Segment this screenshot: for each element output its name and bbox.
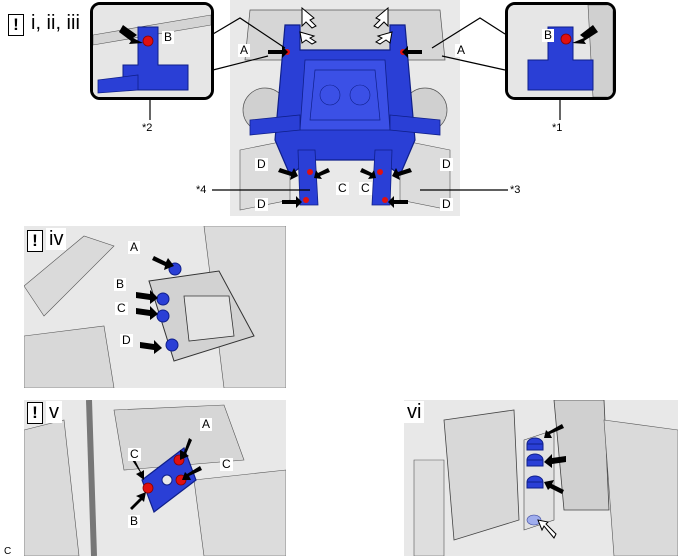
bracket-detail-left [93, 5, 211, 97]
callout-d-upper-left: D [255, 157, 268, 171]
caution-icon-top: ! [8, 14, 24, 36]
caution-icon-v: ! [27, 402, 43, 424]
step-vi-panel [404, 400, 678, 556]
callout-d-iv: D [120, 333, 133, 347]
callout-c-iv: C [115, 301, 128, 315]
callout-b-v: B [128, 514, 141, 528]
callout-b-inset-left: B [162, 30, 175, 44]
mount-illustration-iv [24, 226, 286, 388]
callout-c-left: C [336, 181, 349, 195]
step-iv-panel: A B C D [24, 226, 286, 388]
figure-code: C [4, 546, 12, 557]
caution-icon-iv: ! [27, 230, 43, 252]
callout-a-v: A [200, 417, 213, 431]
bracket-detail-right [508, 5, 613, 97]
ref-4: *4 [196, 184, 207, 196]
step-label-iv: iv [46, 228, 67, 250]
subframe-illustration [230, 0, 460, 216]
callout-a-left: A [238, 43, 251, 57]
step-label-v: v [46, 401, 62, 423]
callout-b-inset-right: B [542, 28, 555, 42]
step-label-top: i, ii, iii [28, 12, 83, 34]
callout-d-lower-right: D [440, 197, 453, 211]
step-v-panel: A C C B [24, 400, 286, 556]
callout-d-lower-left: D [255, 197, 268, 211]
callout-a-iv: A [128, 240, 141, 254]
mount-illustration-v [24, 400, 286, 556]
callout-a-right: A [455, 43, 468, 57]
callout-b-iv: B [114, 277, 127, 291]
main-overview-panel [230, 0, 460, 216]
mount-illustration-vi [404, 400, 678, 556]
detail-inset-left: B [90, 2, 214, 100]
callout-c-v-left: C [128, 447, 141, 461]
ref-2: *2 [142, 122, 153, 134]
step-label-vi: vi [404, 401, 425, 423]
callout-d-upper-right: D [440, 157, 453, 171]
leader-lines [149, 17, 561, 191]
callout-c-right: C [359, 181, 372, 195]
ref-1: *1 [552, 122, 563, 134]
ref-3: *3 [510, 184, 521, 196]
callout-c-v-right: C [220, 457, 233, 471]
detail-inset-right: B [505, 2, 616, 100]
